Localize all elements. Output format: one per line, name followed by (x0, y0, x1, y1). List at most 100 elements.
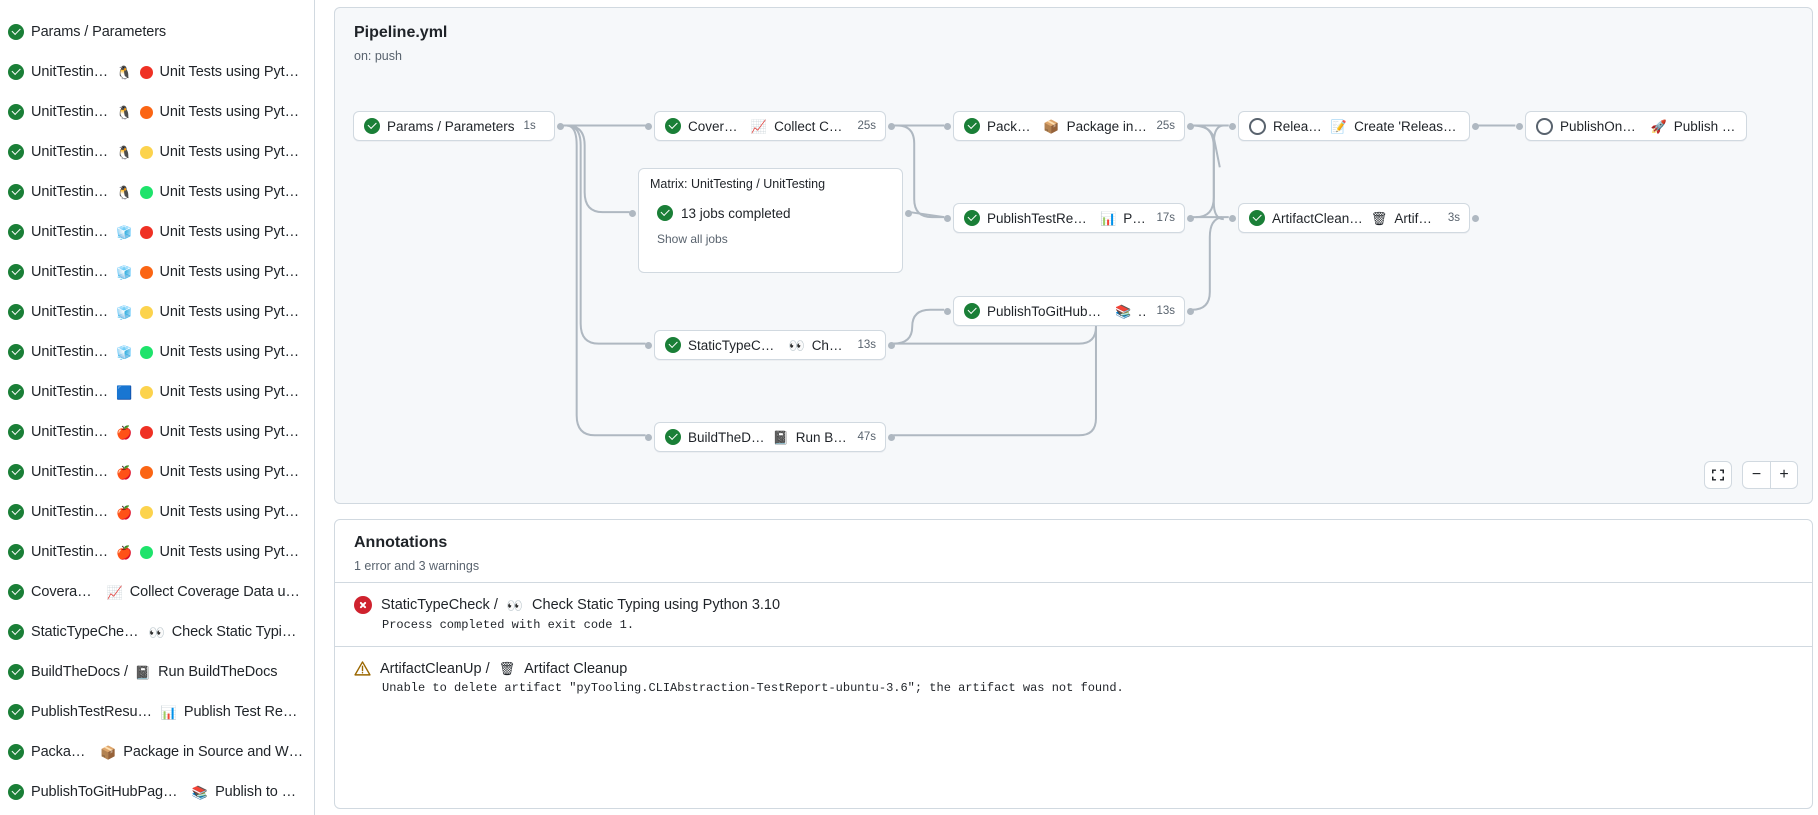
sidebar-job-item[interactable]: UnitTesting / 🍎Unit Tests using Pyth... (0, 532, 314, 572)
job-status-success-icon (8, 104, 24, 120)
sidebar-job-item[interactable]: UnitTesting / 🍎Unit Tests using Pyth... (0, 412, 314, 452)
graph-edges (562, 124, 1516, 437)
job-status-success-icon (8, 464, 24, 480)
workflow-node-step: Publish to ... (1673, 118, 1737, 134)
sidebar-job-name: UnitTesting / (31, 144, 110, 160)
sidebar-job-step: Collect Coverage Data usi... (129, 584, 304, 600)
edge-knob (944, 215, 951, 222)
workflow-node-step: Collect Cove... (774, 118, 848, 134)
step-emoji-icon: 📦 (1043, 118, 1060, 134)
sidebar-job-item[interactable]: UnitTesting / 🐧Unit Tests using Pyth... (0, 172, 314, 212)
graph-zoom-controls[interactable]: − + (1704, 461, 1798, 489)
sidebar-job-step: Unit Tests using Pyth... (159, 504, 305, 520)
node-status-success-icon (964, 118, 980, 134)
job-status-success-icon (8, 624, 24, 640)
workflow-title: Pipeline.yml (354, 24, 448, 41)
job-status-success-icon (8, 144, 24, 160)
zoom-out-button[interactable]: − (1751, 466, 1762, 483)
edge-knob (905, 210, 912, 217)
workflow-node[interactable]: ArtifactCleanUp / 🗑Artifac...3s (1238, 203, 1470, 233)
python-version-dot-icon (139, 425, 153, 439)
node-status-success-icon (964, 210, 980, 226)
matrix-group-title: Matrix: UnitTesting / UnitTesting (650, 177, 826, 191)
show-all-jobs-link[interactable]: Show all jobs (657, 232, 728, 246)
fullscreen-icon[interactable] (1704, 461, 1732, 489)
workflow-node[interactable]: Coverage / 📈Collect Cove...25s (654, 111, 886, 141)
python-version-dot-icon (139, 385, 153, 399)
sidebar-job-step: Unit Tests using Pyth... (159, 224, 305, 240)
job-status-success-icon (8, 664, 24, 680)
sidebar-job-name: UnitTesting / (31, 424, 110, 440)
os-emoji-icon: 🍎 (116, 464, 133, 480)
sidebar-job-item[interactable]: UnitTesting / 🧊Unit Tests using Pyth... (0, 252, 314, 292)
edge-knob (1187, 123, 1194, 130)
os-emoji-icon: 🧊 (116, 264, 133, 280)
sidebar-job-item[interactable]: Coverage / 📈Collect Coverage Data usi... (0, 572, 314, 612)
workflow-node-duration: 1s (523, 120, 536, 132)
workflow-node[interactable]: BuildTheDocs / 📓Run Buil...47s (654, 422, 886, 452)
sidebar-job-step: Unit Tests using Pyth... (159, 264, 305, 280)
workflow-node[interactable]: Package / 📦Package in So...25s (953, 111, 1185, 141)
sidebar-job-item[interactable]: BuildTheDocs / 📓Run BuildTheDocs (0, 652, 314, 692)
workflow-node[interactable]: PublishOnPyPI / 🚀Publish to ... (1525, 111, 1747, 141)
os-emoji-icon: 🐧 (116, 144, 133, 160)
annotation-message: Process completed with exit code 1. (382, 618, 635, 632)
workflow-node[interactable]: Release / 📝Create 'Release P... (1238, 111, 1470, 141)
sidebar-job-step: Unit Tests using Pyth... (159, 104, 305, 120)
sidebar-job-step: Unit Tests using Pyth... (159, 344, 305, 360)
sidebar-job-item[interactable]: UnitTesting / 🧊Unit Tests using Pyth... (0, 332, 314, 372)
python-version-dot-icon (139, 465, 153, 479)
sidebar-job-item[interactable]: PublishTestResults / 📊Publish Test Resu.… (0, 692, 314, 732)
workflow-graph-panel[interactable]: Pipeline.yml on: push (334, 7, 1813, 504)
sidebar-job-name: UnitTesting / (31, 64, 110, 80)
main-content: Pipeline.yml on: push (315, 0, 1818, 815)
sidebar-job-step: Unit Tests using Pyth... (159, 464, 305, 480)
sidebar-job-step: Run BuildTheDocs (158, 664, 278, 680)
sidebar-job-item[interactable]: Params / Parameters (0, 12, 314, 52)
zoom-button-group[interactable]: − + (1742, 461, 1798, 489)
workflow-node[interactable]: PublishTestResults / 📊Pu...17s (953, 203, 1185, 233)
python-version-dot-icon (139, 345, 153, 359)
zoom-in-button[interactable]: + (1770, 462, 1797, 488)
matrix-jobs-row[interactable]: 13 jobs completed (657, 205, 791, 221)
matrix-jobs-label: 13 jobs completed (681, 205, 791, 221)
node-status-success-icon (964, 303, 980, 319)
sidebar-job-name: Coverage / (31, 584, 100, 600)
workflow-node-label: BuildTheDocs / (688, 429, 766, 445)
workflow-node-label: PublishOnPyPI / (1560, 118, 1644, 134)
sidebar-job-name: UnitTesting / (31, 104, 110, 120)
sidebar-job-name: UnitTesting / (31, 224, 110, 240)
os-emoji-icon: 📓 (134, 664, 152, 680)
sidebar-job-item[interactable]: UnitTesting / 🟦Unit Tests using Pyth... (0, 372, 314, 412)
sidebar-job-item[interactable]: UnitTesting / 🐧Unit Tests using Pyth... (0, 132, 314, 172)
sidebar-job-item[interactable]: PublishToGitHubPages / 📚Publish to G... (0, 772, 314, 812)
annotation-emoji-icon: 👀 (506, 597, 524, 613)
annotation-step: Check Static Typing using Python 3.10 (532, 597, 781, 613)
edge-knob (888, 342, 895, 349)
job-status-success-icon (8, 64, 24, 80)
sidebar-job-item[interactable]: UnitTesting / 🍎Unit Tests using Pyth... (0, 452, 314, 492)
workflow-node[interactable]: StaticTypeCheck / 👀Chec...13s (654, 330, 886, 360)
sidebar-job-item[interactable]: UnitTesting / 🐧Unit Tests using Pyth... (0, 92, 314, 132)
sidebar-job-item[interactable]: Package / 📦Package in Source and Wh... (0, 732, 314, 772)
os-emoji-icon: 📦 (100, 744, 117, 760)
sidebar-job-item[interactable]: StaticTypeCheck / 👀Check Static Typing..… (0, 612, 314, 652)
workflow-node-step: ... (1138, 303, 1147, 319)
sidebar-job-item[interactable]: UnitTesting / 🐧Unit Tests using Pyth... (0, 52, 314, 92)
workflow-node[interactable]: PublishToGitHubPages / 📚...13s (953, 296, 1185, 326)
annotation-header: StaticTypeCheck / 👀Check Static Typing u… (354, 596, 1793, 614)
sidebar-job-item[interactable]: UnitTesting / 🍎Unit Tests using Pyth... (0, 492, 314, 532)
job-status-success-icon (8, 584, 24, 600)
python-version-dot-icon (139, 305, 153, 319)
matrix-group-box[interactable]: Matrix: UnitTesting / UnitTesting 13 jobs… (638, 168, 903, 273)
edge-knob (629, 210, 636, 217)
sidebar-job-item[interactable]: UnitTesting / 🧊Unit Tests using Pyth... (0, 292, 314, 332)
sidebar-job-step: Package in Source and Wh... (123, 744, 304, 760)
node-status-success-icon (1249, 210, 1265, 226)
sidebar-job-step: Publish Test Resu... (183, 704, 304, 720)
sidebar-job-item[interactable]: UnitTesting / 🧊Unit Tests using Pyth... (0, 212, 314, 252)
sidebar-job-name: UnitTesting / (31, 544, 110, 560)
sidebar-job-name: PublishTestResults / (31, 704, 154, 720)
